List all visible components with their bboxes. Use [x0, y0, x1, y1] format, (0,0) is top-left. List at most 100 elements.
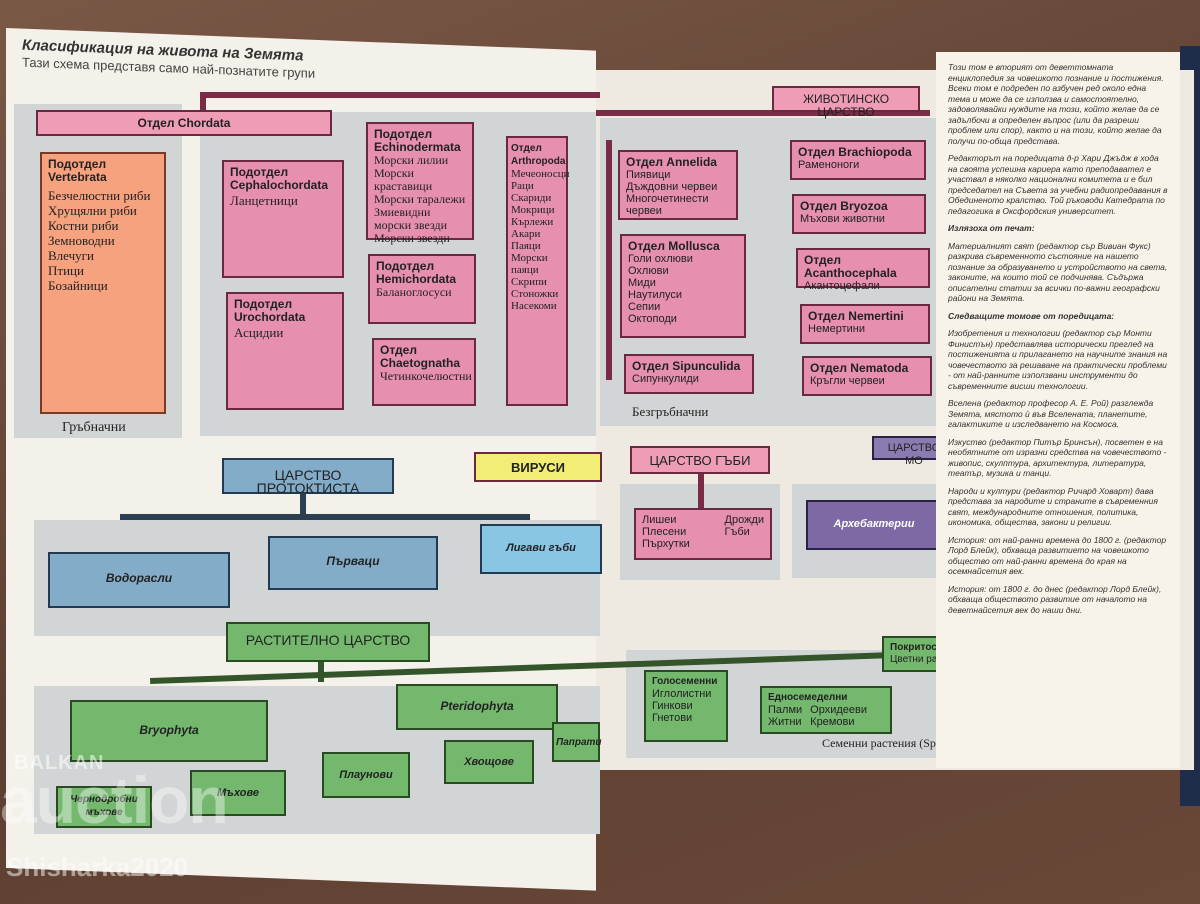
nematoda-box: Отдел Nematoda Кръгли червеи	[802, 356, 932, 396]
list-item: Охлюви	[628, 265, 669, 277]
urochordata-item: Асцидии	[234, 325, 284, 340]
list-item: Кремови	[810, 716, 855, 728]
sipunculida-box: Отдел Sipunculida Сипункулиди	[624, 354, 754, 394]
list-item: Лишеи	[642, 514, 677, 526]
list-item: Многочетинести червеи	[626, 193, 709, 217]
list-item: Мокрици	[511, 204, 555, 216]
connector	[200, 92, 206, 112]
list-item: Морски краставици	[374, 166, 433, 193]
seed-plants-label: Семенни растения (Spermatophy	[822, 736, 940, 750]
leaflet-volume-4: Народи и култури (редактор Ричард Ховарт…	[948, 485, 1158, 528]
connector	[606, 140, 612, 380]
leaflet-printed: Материалният свят (редактор сър Вивиан Ф…	[948, 240, 1168, 304]
hemichordata-item: Баланоглосуси	[376, 285, 452, 299]
connector	[698, 474, 704, 510]
leaflet-volume-1: Изобретения и технологии (редактор сър М…	[948, 328, 1168, 391]
list-item: Октоподи	[628, 313, 677, 325]
chordata-header: Отдел Chordata	[36, 110, 332, 136]
list-item: Гинкови	[652, 700, 693, 712]
chaetognatha-title: Отдел Chaetognatha	[380, 343, 461, 370]
bryozoa-box: Отдел Bryozoa Мъхови животни	[792, 194, 926, 234]
acanthocephala-title: Отдел Acanthocephala	[804, 253, 897, 280]
mosses-box: Мъхове	[190, 770, 286, 816]
bryozoa-item: Мъхови животни	[800, 213, 885, 225]
archaea-box: Архебактерии	[806, 500, 942, 550]
info-leaflet: Този том е вторият от деветтомната енцик…	[936, 52, 1180, 768]
leaflet-printed-label: Излязоха от печат:	[948, 223, 1035, 233]
nemertini-title: Отдел Nemertini	[808, 309, 904, 323]
hemichordata-title: Подотдел Hemichordata	[376, 259, 457, 286]
pteridophyta-box: Pteridophyta	[396, 684, 558, 730]
list-item: Птици	[48, 263, 84, 278]
list-item: Морски паяци	[511, 252, 548, 276]
leaflet-intro: Този том е вторият от деветтомната енцик…	[948, 62, 1164, 146]
list-item: Акари	[511, 228, 541, 240]
nemertini-item: Немертини	[808, 323, 866, 335]
clubmosses-box: Плаунови	[322, 752, 410, 798]
protoctista-algae: Водорасли	[48, 552, 230, 608]
acanthocephala-box: Отдел Acanthocephala Акантоцефали	[796, 248, 930, 292]
list-item: Безчелюстни риби	[48, 188, 151, 203]
leaflet-editor: Редакторът на поредицата д-р Хари Джъдж …	[948, 153, 1168, 216]
vertebrata-title: Подотдел Vertebrata	[48, 157, 107, 184]
connector	[120, 514, 530, 520]
liverworts-box: Чернодробни мъхове	[56, 786, 152, 828]
ferns-box: Папрати	[552, 722, 602, 762]
list-item: Гъби	[724, 526, 750, 538]
cephalochordata-item: Ланцетници	[230, 193, 298, 208]
protoctista-slime-molds: Лигави гъби	[480, 524, 602, 574]
angiosperms-title: Покритосеменни	[890, 642, 940, 653]
hemichordata-box: Подотдел Hemichordata Баланоглосуси	[368, 254, 476, 324]
cephalochordata-title: Подотдел Cephalochordata	[230, 165, 329, 192]
watermark-line2: auction	[0, 763, 229, 837]
list-item: Пърхутки	[642, 538, 690, 550]
brachiopoda-item: Раменоноги	[798, 159, 860, 171]
nematoda-item: Кръгли червеи	[810, 375, 885, 387]
list-item: Земноводни	[48, 233, 115, 248]
sipunculida-title: Отдел Sipunculida	[632, 359, 741, 373]
protoctista-header: ЦАРСТВО ПРОТОКТИСТА	[222, 458, 394, 495]
watermark-line3: Shisharka2020	[6, 852, 189, 882]
connector	[300, 494, 306, 518]
list-item: Скариди	[511, 192, 552, 204]
list-item: Мечеоносци	[511, 168, 570, 180]
list-item: Сепии	[628, 301, 661, 313]
arthropoda-title: Отдел Arthropoda	[511, 143, 566, 167]
list-item: Стоножки	[511, 288, 559, 300]
list-item: Дъждовни червеи	[626, 181, 718, 193]
brachiopoda-box: Отдел Brachiopoda Раменоноги	[790, 140, 926, 180]
list-item: Влечуги	[48, 248, 94, 263]
leaflet-next-label: Следващите томове от поредицата:	[948, 310, 1115, 321]
leaflet-volume-2: Вселена (редактор професор А. Е. Рой) ра…	[948, 398, 1154, 429]
list-item: Хрущялни риби	[48, 203, 137, 218]
list-item: Морски таралежи	[374, 192, 466, 206]
brachiopoda-title: Отдел Brachiopoda	[798, 145, 912, 159]
list-item: Миди	[628, 277, 656, 289]
list-item: Житни	[768, 716, 802, 728]
leaflet-volume-3: Изкуство (редактор Питър Бринсън), посве…	[948, 436, 1167, 479]
list-item: Палми	[768, 704, 803, 716]
bryozoa-title: Отдел Bryozoa	[800, 199, 888, 213]
list-item: Кърлежи	[511, 216, 554, 228]
connector	[596, 110, 930, 116]
list-item: Морски звезди	[374, 231, 450, 245]
plants-header: РАСТИТЕЛНО ЦАРСТВО	[226, 622, 430, 662]
monocots-title: Едносемеделни	[768, 692, 848, 703]
angiosperms-subtitle: Цветни растения	[890, 654, 940, 665]
invertebrates-label: Безгръбначни	[632, 404, 709, 419]
bryophyta-box: Bryophyta	[70, 700, 268, 762]
angiosperms-box: Покритосеменни Цветни растения	[882, 636, 942, 672]
connector	[200, 92, 600, 98]
mollusca-title: Отдел Mollusca	[628, 239, 720, 253]
annelida-title: Отдел Annelida	[626, 155, 717, 169]
